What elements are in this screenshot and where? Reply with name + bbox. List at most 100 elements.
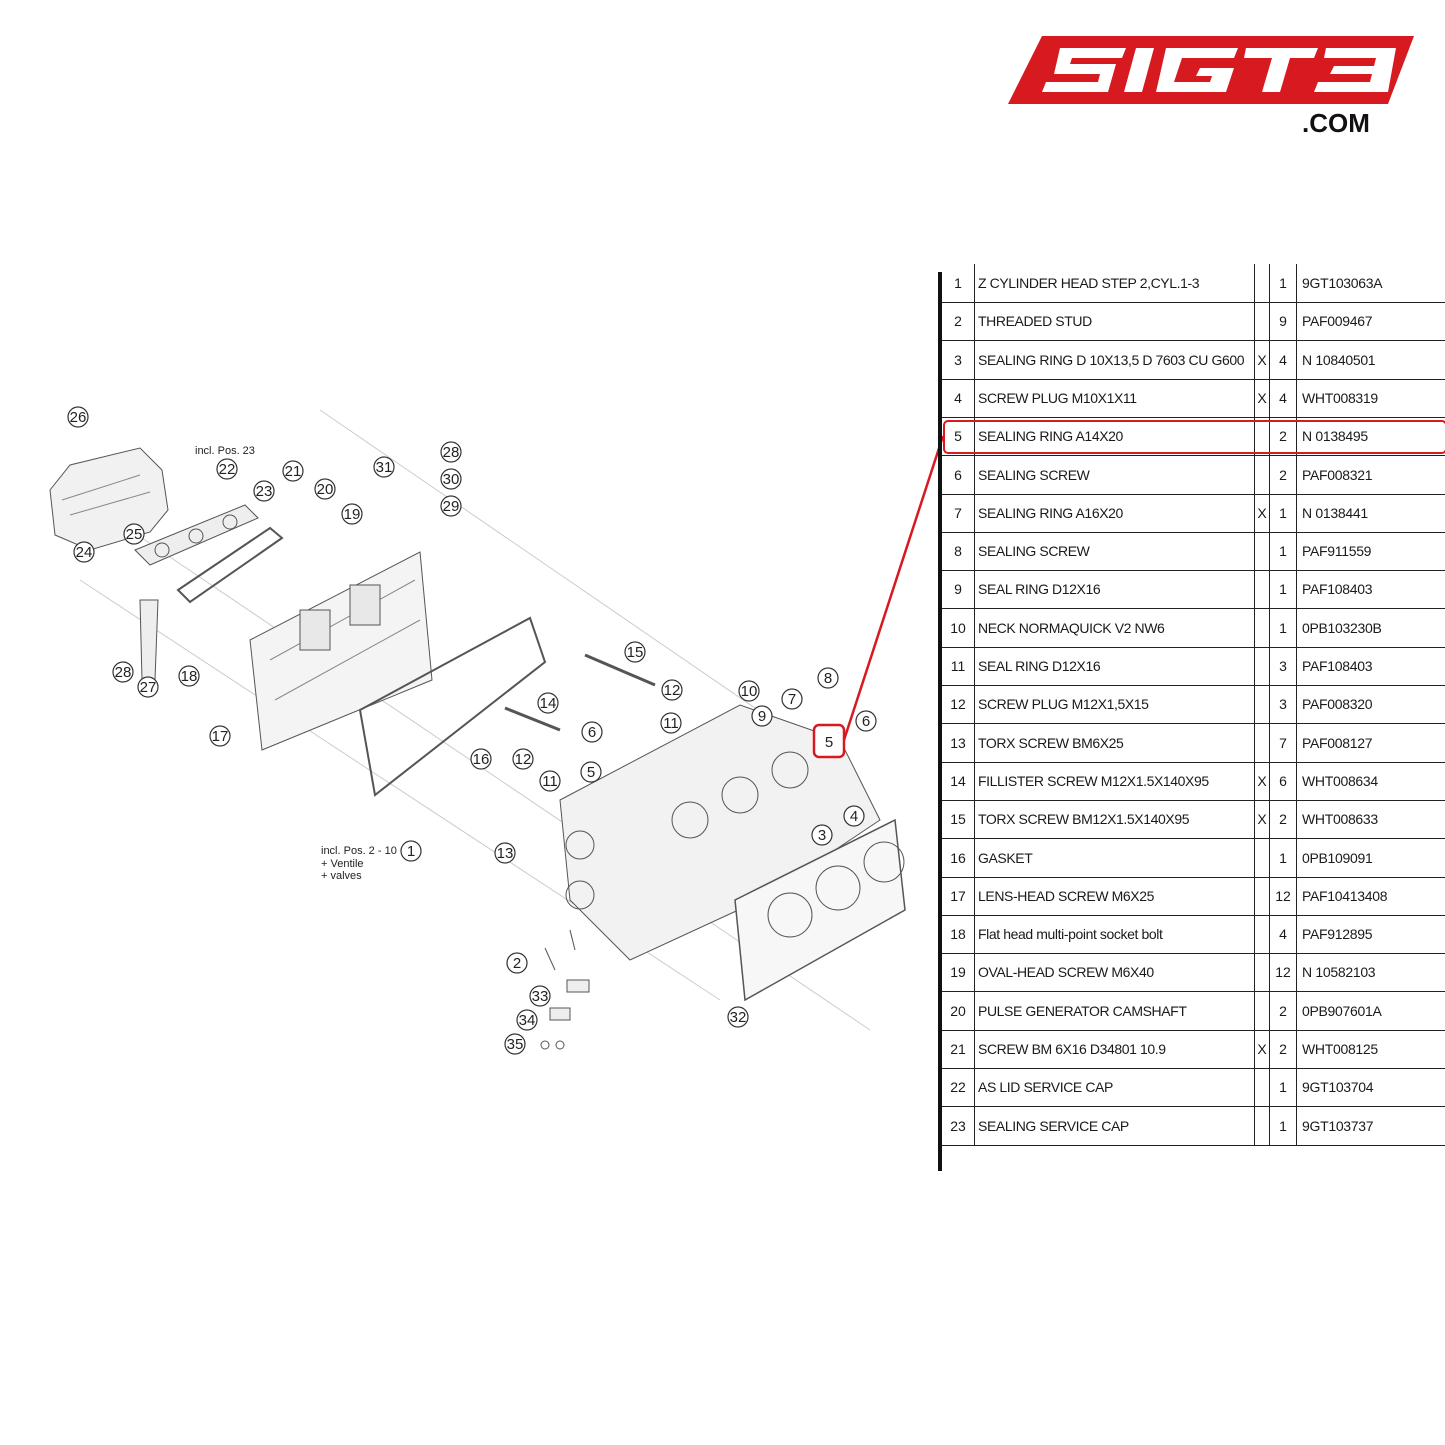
callout-27: 27 [140,679,157,696]
row-part-number: 0PB103230B [1302,619,1382,636]
callout-11a: 11 [663,715,679,732]
row-description: GASKET [978,849,1033,866]
callout-16: 16 [473,751,490,768]
row-exchange-mark: X [1254,1030,1270,1068]
row-quantity: 12 [1270,876,1297,915]
row-position: 12 [942,685,975,724]
row-part-number: N 10582103 [1302,964,1376,981]
row-quantity: 1 [1270,570,1297,609]
callout-6a: 6 [588,724,596,741]
callout-33: 33 [532,988,549,1005]
row-quantity: 1 [1270,532,1297,571]
highlight-callout-5 [812,723,846,759]
exploded-parts-diagram: 26 22 21 31 28 30 20 19 29 23 25 24 28 2… [0,260,930,1120]
row-position: 5 [942,417,975,456]
row-description: TORX SCREW BM6X25 [978,734,1124,751]
row-quantity: 1 [1270,493,1297,532]
row-position: 19 [942,953,975,992]
row-exchange-mark [1254,991,1270,1030]
row-quantity: 2 [1270,417,1297,456]
row-quantity: 1 [1270,1068,1297,1107]
row-description: OVAL-HEAD SCREW M6X40 [978,964,1154,981]
row-description: SEAL RING D12X16 [978,658,1101,674]
row-quantity: 7 [1270,723,1297,762]
callout-6b: 6 [862,713,870,730]
row-quantity: 4 [1270,915,1297,954]
row-quantity: 1 [1270,264,1297,302]
callout-18: 18 [181,668,198,685]
row-part-number: PAF009467 [1302,313,1373,330]
callout-28a: 28 [443,444,460,461]
row-description: FILLISTER SCREW M12X1.5X140X95 [978,772,1209,789]
callout-11b: 11 [542,773,558,790]
row-part-number: WHT008125 [1302,1041,1378,1057]
row-part-number: PAF008321 [1302,466,1373,483]
row-position: 9 [942,570,975,609]
callout-7: 7 [788,691,796,708]
note-incl-pos-2-10: incl. Pos. 2 - 10 [321,845,397,857]
row-description: SEALING SCREW [978,543,1090,560]
callout-23: 23 [256,483,273,500]
callout-26: 26 [70,409,87,426]
callout-21: 21 [285,463,302,480]
row-exchange-mark [1254,302,1270,341]
row-position: 16 [942,838,975,877]
row-exchange-mark: X [1254,378,1270,417]
row-position: 22 [942,1068,975,1107]
callout-3: 3 [818,827,826,844]
row-description: SEALING RING A14X20 [978,428,1123,445]
row-exchange-mark [1254,953,1270,992]
callout-12a: 12 [664,682,681,699]
row-part-number: PAF008320 [1302,696,1373,713]
row-position: 4 [942,378,975,417]
row-position: 18 [942,915,975,954]
row-position: 13 [942,723,975,762]
row-exchange-mark [1254,838,1270,877]
logo-dotcom: .COM [1302,108,1370,138]
note-incl-pos-23: incl. Pos. 23 [195,445,255,457]
row-exchange-mark: X [1254,761,1270,800]
row-quantity: 2 [1270,800,1297,839]
table-left-rule [938,272,942,1171]
row-description: SEALING RING D 10X13,5 D 7603 CU G600 [978,351,1245,368]
row-quantity: 3 [1270,647,1297,685]
callout-8: 8 [824,670,832,687]
row-part-number: PAF911559 [1302,543,1372,560]
row-position: 6 [942,455,975,494]
row-exchange-mark [1254,264,1270,302]
callout-2: 2 [513,955,521,972]
diagram-drawing: 26 22 21 31 28 30 20 19 29 23 25 24 28 2… [49,406,906,1055]
row-description: AS LID SERVICE CAP [978,1079,1113,1096]
callout-24: 24 [76,544,93,561]
row-description: NECK NORMAQUICK V2 NW6 [978,619,1165,636]
callout-14: 14 [540,695,557,712]
row-position: 8 [942,532,975,571]
row-exchange-mark [1254,417,1270,456]
note-ventile: + Ventile [321,858,364,870]
callout-9: 9 [758,708,766,725]
row-exchange-mark [1254,608,1270,647]
callout-17: 17 [212,728,229,745]
row-description: PULSE GENERATOR CAMSHAFT [978,1002,1187,1019]
row-part-number: PAF008127 [1302,734,1373,751]
callout-5a: 5 [825,734,833,751]
row-part-number: 9GT103704 [1302,1079,1374,1096]
row-description: SEALING SERVICE CAP [978,1117,1129,1134]
row-position: 10 [942,608,975,647]
row-position: 11 [942,647,975,685]
callout-20: 20 [317,481,334,498]
row-exchange-mark [1254,647,1270,685]
row-part-number: WHT008319 [1302,389,1378,406]
row-quantity: 1 [1270,1106,1297,1145]
row-description: LENS-HEAD SCREW M6X25 [978,887,1154,904]
callout-32: 32 [730,1009,747,1026]
row-part-number: 9GT103063A [1302,275,1383,291]
